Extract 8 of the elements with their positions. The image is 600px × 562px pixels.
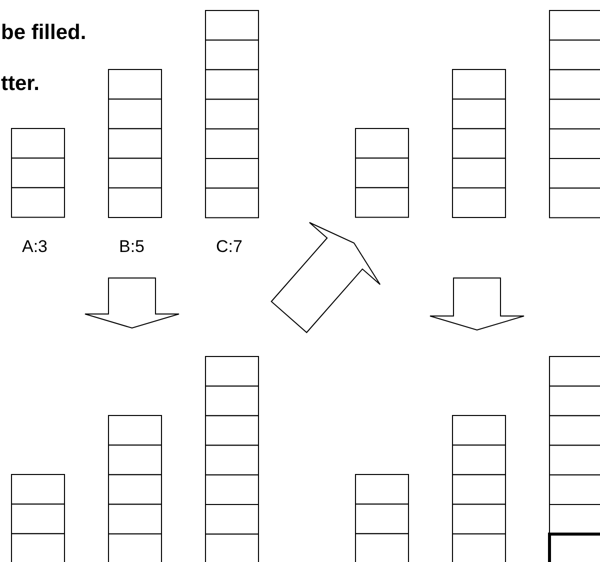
block-arrow — [270, 222, 381, 334]
heading-text: tter. — [1, 73, 40, 94]
block-arrow — [430, 278, 524, 331]
stack-label: A:3 — [22, 238, 48, 255]
block-arrow — [84, 278, 180, 329]
stack-label: C:7 — [216, 238, 242, 255]
heading-text: be filled. — [1, 22, 86, 43]
stack-label: B:5 — [119, 238, 145, 255]
